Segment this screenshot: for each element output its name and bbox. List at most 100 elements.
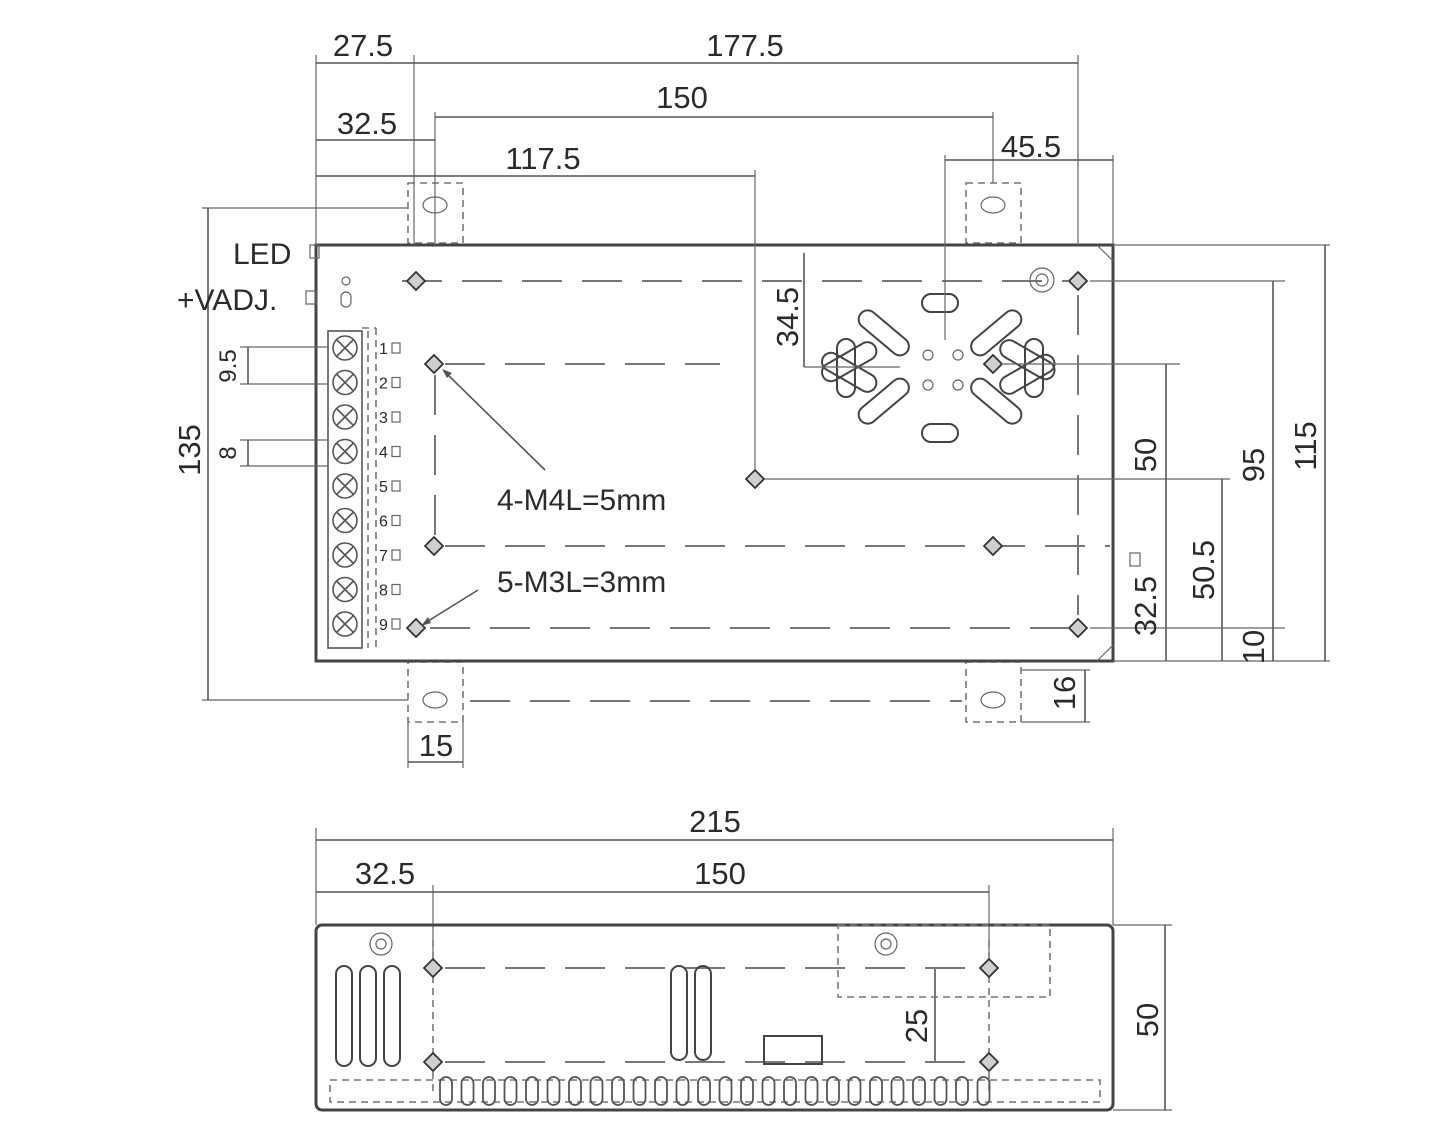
terminal-screws	[332, 335, 358, 637]
dimension-lines-side-view	[315, 828, 1172, 1111]
terminal-marker-icon	[391, 445, 401, 458]
ground-screw-icon-side-right	[874, 932, 898, 956]
heatsink-fin	[890, 1076, 905, 1106]
dim-32-5-side: 32.5	[355, 856, 415, 891]
mounting-hole	[423, 353, 445, 375]
dim-177-5: 177.5	[706, 28, 784, 63]
dim-150-top: 150	[656, 80, 708, 115]
screw-note-m4: 4-M4L=5mm	[497, 484, 666, 517]
terminal-screw-icon	[332, 335, 358, 361]
terminal-screw-icon	[332, 507, 358, 534]
heatsink-fin	[912, 1076, 926, 1106]
mounting-hole	[982, 535, 1004, 557]
terminal-screw-icon	[332, 404, 358, 430]
dim-50-side: 50	[1130, 1003, 1165, 1037]
dim-10: 10	[1236, 630, 1271, 664]
heatsink-fin	[718, 1076, 733, 1106]
leader-m3	[421, 589, 479, 626]
fan-region-dashed	[837, 924, 1051, 998]
terminal-marker-icon	[391, 618, 401, 630]
mounting-hole	[744, 468, 766, 490]
mounting-hole	[978, 1051, 1000, 1073]
terminal-screw-icon	[332, 576, 358, 603]
terminal-screw-icon	[332, 438, 358, 465]
terminal-label: 5	[379, 479, 388, 496]
heatsink-fin	[611, 1076, 625, 1106]
dim-45-5: 45.5	[1001, 129, 1061, 164]
terminal-screw-icon	[332, 473, 358, 499]
mounting-hole	[1067, 617, 1089, 639]
heatsink-fin	[546, 1076, 561, 1106]
heatsink-fin	[804, 1076, 819, 1106]
led-indicator-icon	[309, 244, 320, 259]
dim-16: 16	[1047, 676, 1082, 710]
heatsink-fin	[568, 1076, 582, 1106]
mounting-bracket-bottom-left	[407, 661, 464, 723]
mounting-hole	[978, 957, 1000, 979]
mounting-holes-side-view	[422, 957, 1000, 1073]
terminal-marker-icon	[391, 549, 401, 561]
terminal-block	[327, 327, 377, 649]
mounting-holes-top-view	[405, 270, 1089, 639]
heatsink-fin	[826, 1076, 840, 1106]
dim-215: 215	[689, 804, 741, 839]
heatsink-fin	[955, 1076, 969, 1106]
terminal-marker-icon	[391, 376, 401, 389]
ground-screw-icon	[1029, 267, 1055, 293]
terminal-screw-icon	[332, 611, 358, 637]
terminal-marker-icon	[391, 514, 401, 527]
dimension-labels-side-view: 215 32.5 150 25 50	[355, 804, 1165, 1043]
mounting-hole	[1067, 270, 1089, 292]
dim-32-5-right: 32.5	[1128, 576, 1163, 636]
mounting-hole	[423, 535, 445, 557]
terminal-marker-icon	[391, 480, 401, 492]
screw-note-m3: 5-M3L=3mm	[497, 566, 666, 599]
mounting-bracket-top-right	[965, 182, 1022, 244]
dim-117-5: 117.5	[505, 141, 580, 176]
heatsink-fin	[675, 1076, 690, 1106]
led-label: LED	[233, 238, 291, 271]
heatsink-fin	[482, 1076, 496, 1106]
dim-27-5: 27.5	[333, 28, 393, 63]
dim-150-side: 150	[694, 856, 746, 891]
dim-50-right: 50	[1128, 438, 1163, 472]
dim-9-5: 9.5	[215, 349, 242, 382]
mounting-hole	[405, 617, 427, 639]
terminal-label: 4	[379, 445, 388, 462]
heatsink-fin	[740, 1076, 754, 1106]
dimension-labels-top-view: 27.5 177.5 150 32.5 117.5 45.5 34.5 9.5 …	[172, 28, 1323, 763]
terminal-marker-icon	[391, 411, 401, 423]
dimension-lines-top-view	[202, 55, 1330, 768]
vent-slots-left	[335, 965, 401, 1067]
dim-95: 95	[1236, 448, 1271, 482]
terminal-label: 7	[379, 548, 388, 565]
terminal-label: 1	[379, 341, 388, 358]
case-outline-top	[314, 243, 1115, 663]
heatsink-fin	[439, 1076, 453, 1106]
mounting-hole	[982, 353, 1004, 375]
heatsink-fin	[697, 1076, 711, 1106]
heatsink-fin	[976, 1076, 991, 1106]
dim-15: 15	[419, 728, 453, 763]
vent-slots-middle	[670, 965, 712, 1061]
heatsink-fin	[503, 1076, 518, 1106]
dim-34-5: 34.5	[770, 287, 805, 347]
heatsink-fins	[439, 1076, 991, 1106]
heatsink-fin	[460, 1076, 475, 1106]
terminal-label: 3	[379, 410, 388, 427]
case-outline-side	[314, 923, 1115, 1112]
mounting-bracket-bottom-right	[965, 661, 1022, 723]
terminal-label: 9	[379, 617, 388, 634]
ground-screw-icon-side-left	[369, 932, 393, 956]
side-view: 215 32.5 150 25 50	[314, 804, 1172, 1112]
mounting-hole	[422, 957, 444, 979]
terminal-label: 8	[379, 583, 388, 600]
dim-115: 115	[1288, 421, 1323, 470]
heatsink-fin	[933, 1076, 948, 1106]
dim-8: 8	[215, 446, 242, 459]
connector-window	[763, 1035, 823, 1065]
dim-25: 25	[899, 1009, 934, 1043]
vadj-label: +VADJ.	[177, 284, 277, 317]
